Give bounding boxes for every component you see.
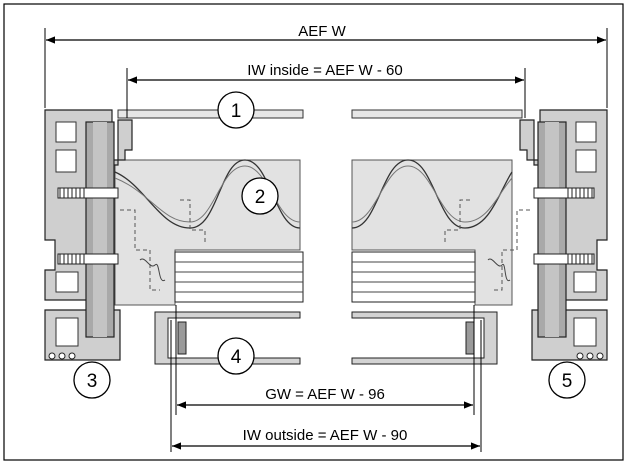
callout-2: 2: [241, 177, 279, 215]
right-frame-assembly: [351, 109, 608, 365]
label-aef-w: AEF W: [298, 23, 346, 40]
callout-4: 4: [217, 337, 255, 375]
dimension-gw: GW = AEF W - 96: [175, 305, 475, 415]
dimension-iw-inside: IW inside = AEF W - 60: [126, 62, 526, 118]
callout-3-label: 3: [87, 371, 98, 392]
callout-4-label: 4: [231, 347, 242, 368]
dimension-aef-w: AEF W: [44, 23, 608, 108]
callout-5-label: 5: [562, 371, 573, 392]
label-iw-inside: IW inside = AEF W - 60: [247, 62, 402, 79]
callout-1: 1: [217, 91, 255, 129]
callout-2-label: 2: [255, 187, 266, 208]
dimension-iw-outside: IW outside = AEF W - 90: [170, 320, 482, 452]
callout-5: 5: [548, 361, 586, 399]
callout-3: 3: [73, 361, 111, 399]
label-gw: GW = AEF W - 96: [265, 386, 385, 403]
label-iw-outside: IW outside = AEF W - 90: [243, 427, 408, 444]
section-break-gap: [306, 100, 350, 370]
callout-1-label: 1: [231, 101, 242, 122]
